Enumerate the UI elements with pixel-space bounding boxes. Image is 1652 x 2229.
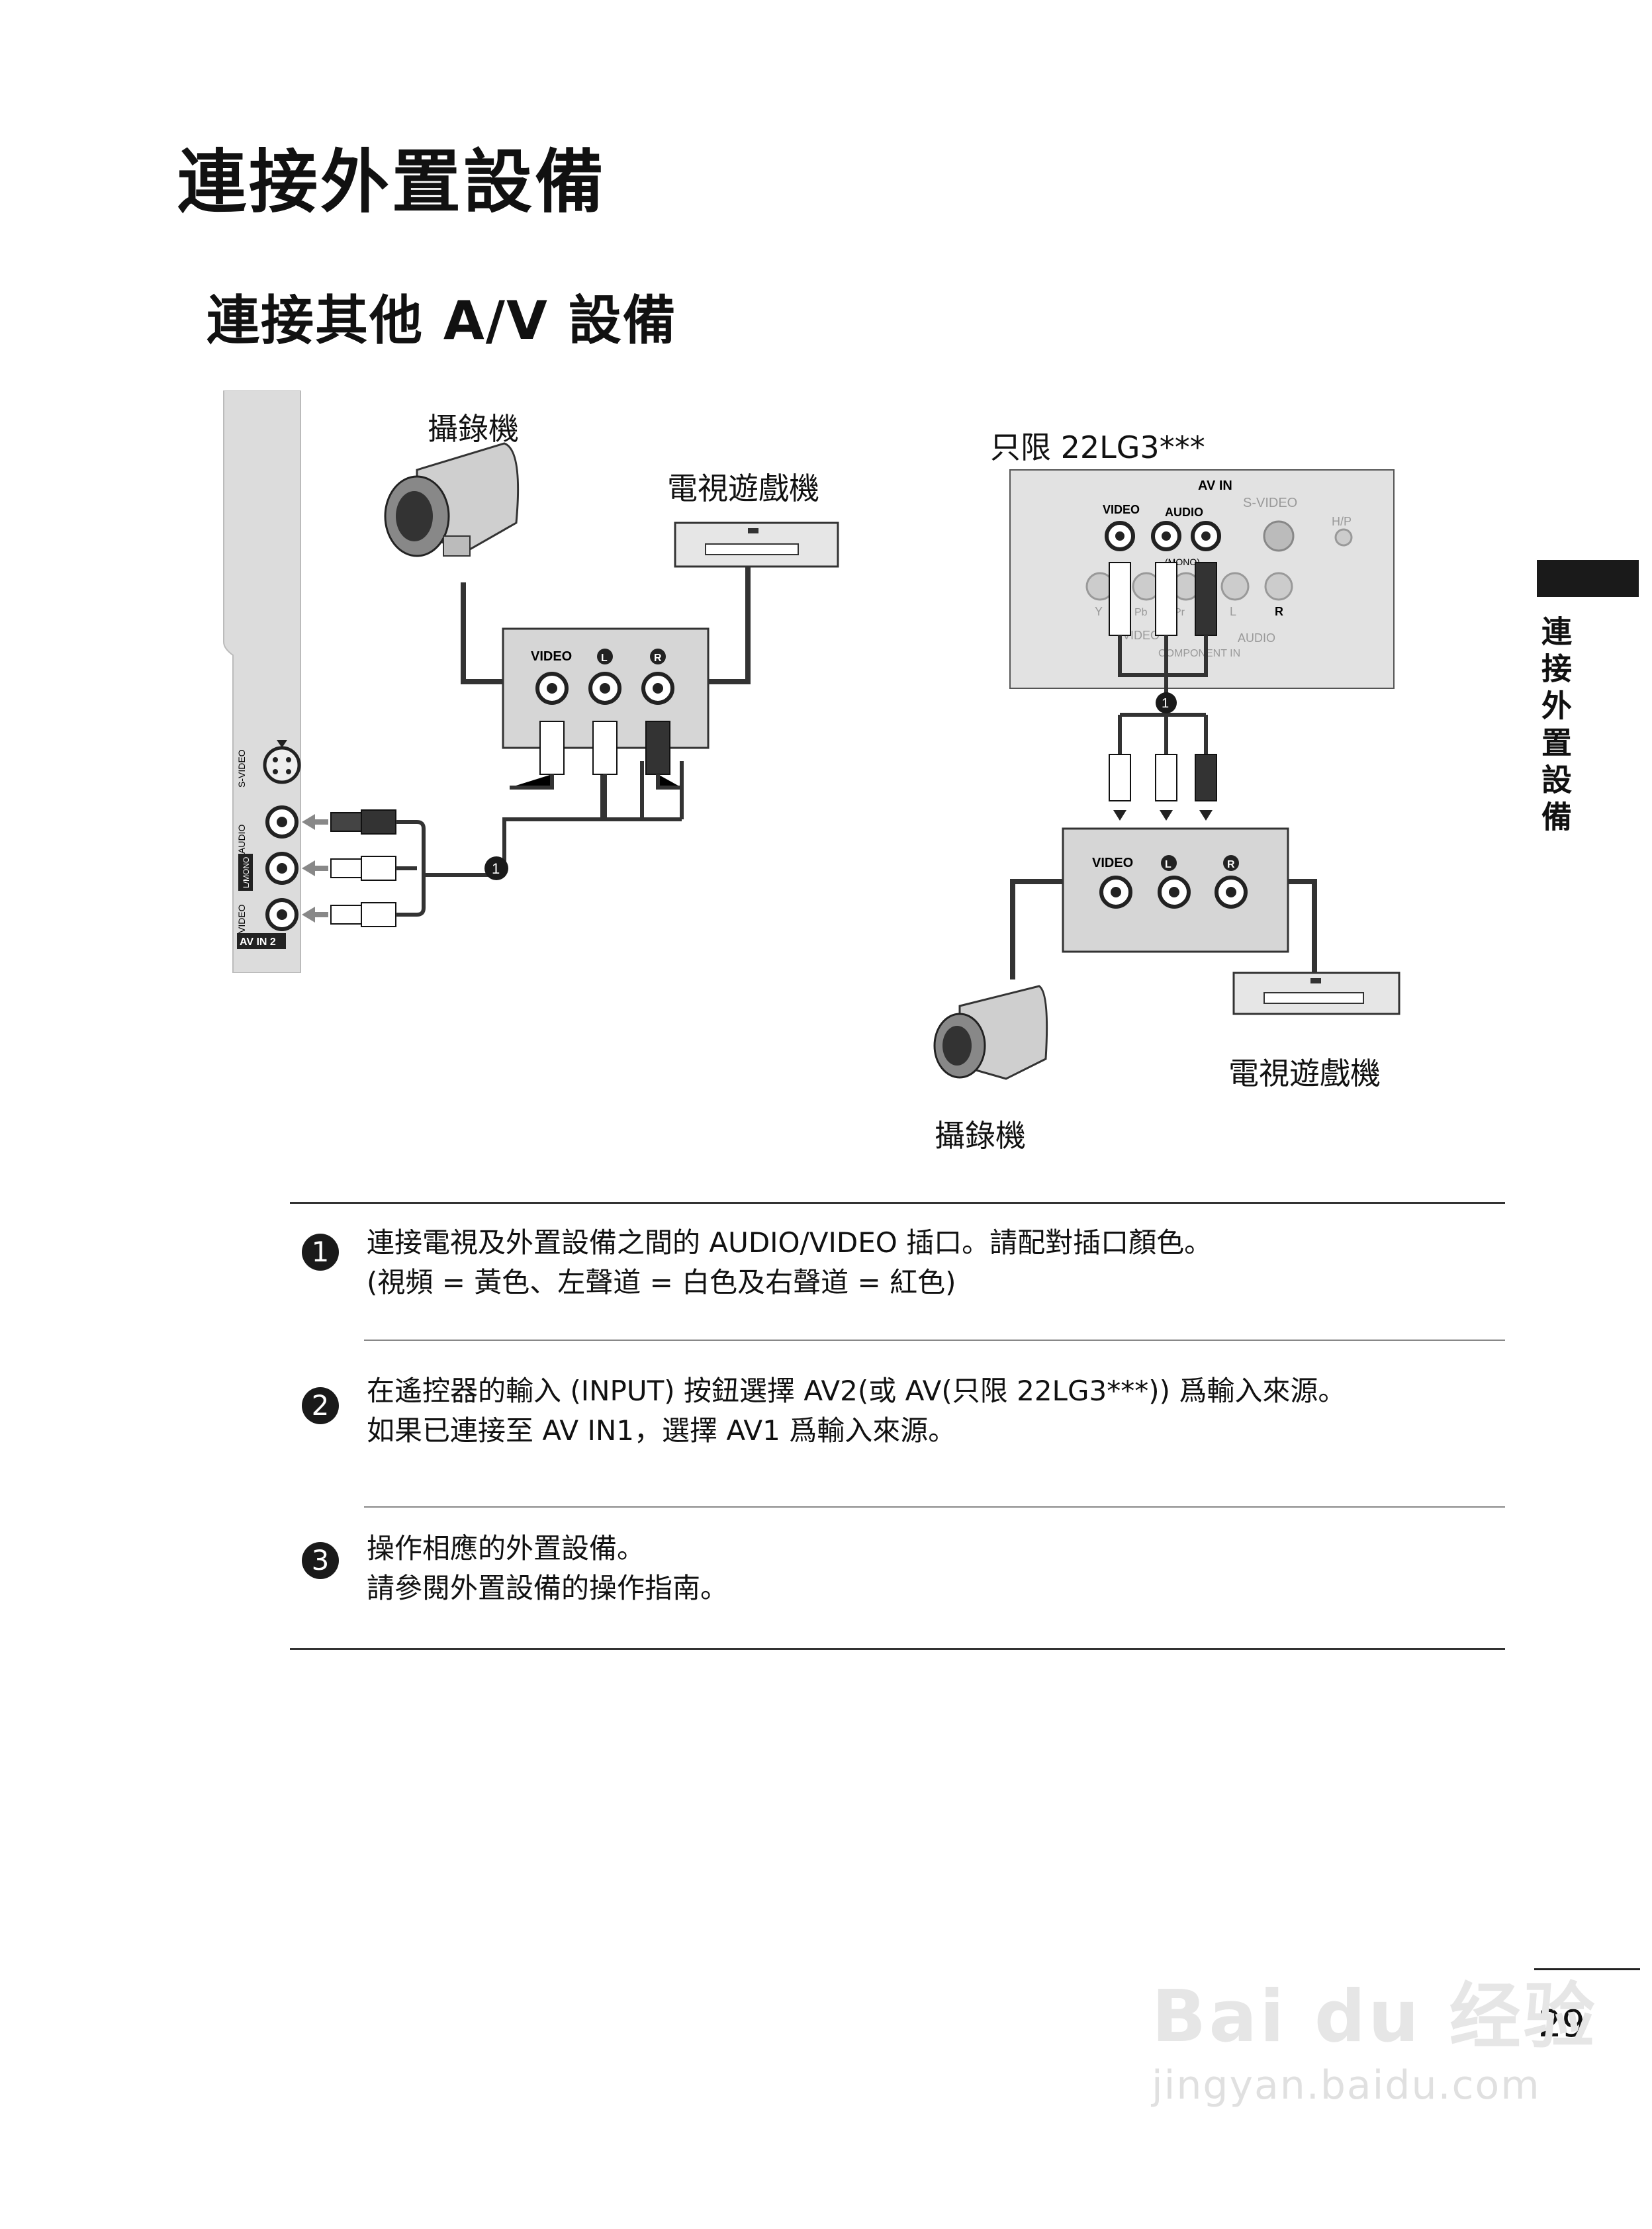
right-cables-top [1118, 635, 1208, 754]
left-marker-1 [484, 856, 508, 880]
right-tv-y-text: Y [1095, 605, 1103, 618]
right-tv-component-jacks [1085, 572, 1293, 601]
step-1-divider [364, 1340, 1505, 1341]
left-connection-diagram: S-VIDEO AUDIO L/MONO VIDEO AV IN 2 1 [223, 390, 839, 973]
left-game-console-label: 電視遊戲機 [667, 471, 819, 506]
left-box-r-badge [650, 649, 666, 664]
right-tv-audio-bottom-text: AUDIO [1238, 631, 1275, 645]
step-1-badge: 1 [302, 1234, 339, 1271]
left-device-cables [461, 567, 751, 684]
page-number: 29 [1538, 2003, 1586, 2046]
right-tv-video-text: VIDEO [1103, 503, 1140, 516]
left-plug-arrows [302, 814, 328, 923]
left-tv-audio-text: AUDIO [236, 825, 247, 854]
left-box-l-badge [597, 649, 613, 664]
left-box-plugs [539, 721, 670, 775]
left-tv-plug-l [330, 856, 396, 881]
page-title: 連接外置設備 [177, 142, 607, 222]
step-2-line-2: 如果已連接至 AV IN1，選擇 AV1 爲輸入來源。 [367, 1414, 956, 1447]
left-box-video-text: VIDEO [531, 649, 572, 664]
right-tv-top-jacks [1105, 520, 1353, 552]
right-tv-panel [1009, 469, 1395, 689]
section-title: 連接其他 A/V 設備 [206, 290, 677, 351]
left-box-jacks [535, 672, 674, 705]
left-box-r-text: R [654, 653, 662, 664]
step-3-line-2: 請參閱外置設備的操作指南。 [367, 1572, 729, 1604]
step-3-line-1: 操作相應的外置設備。 [367, 1532, 645, 1565]
right-tv-r-text: R [1275, 605, 1283, 618]
right-box-jacks [1099, 876, 1248, 909]
steps-top-rule [290, 1202, 1505, 1204]
left-marker-1-text: 1 [492, 860, 500, 877]
right-tv-l-text: L [1230, 605, 1236, 618]
watermark-url: jingyan.baidu.com [1152, 2062, 1541, 2109]
right-box-l-badge [1161, 855, 1177, 871]
left-tv-plug-video [330, 902, 396, 927]
right-mid-plugs [1109, 754, 1217, 801]
left-tv-mono-text: L/MONO [242, 857, 251, 888]
step-2-line-1: 在遙控器的輸入 (INPUT) 按鈕選擇 AV2(或 AV(只限 22LG3**… [367, 1375, 1346, 1407]
right-tv-plugs [1109, 562, 1217, 636]
right-box-video-text: VIDEO [1092, 856, 1133, 870]
left-tv-audio-l-jack [265, 852, 298, 885]
step-3-text: 操作相應的外置設備。 請參閱外置設備的操作指南。 [367, 1529, 728, 1608]
left-camcorder-icon [384, 442, 520, 557]
left-tv-svideo-jack [263, 740, 301, 784]
step-1-text: 連接電視及外置設備之間的 AUDIO/VIDEO 插口。請配對插口顏色。 (視頻… [367, 1223, 1212, 1302]
left-tv-avin-badge [237, 933, 286, 949]
page-number-rule [1534, 1968, 1640, 1970]
step-1-line-2: (視頻 = 黃色、左聲道 = 白色及右聲道 = 紅色) [367, 1266, 956, 1298]
right-box-r-badge [1223, 855, 1239, 871]
step-2-badge: 2 [302, 1387, 339, 1424]
right-tv-avin-text: AV IN [1198, 478, 1232, 493]
right-marker-1-text: 1 [1162, 696, 1169, 711]
right-box-r-text: R [1227, 859, 1235, 870]
steps-bottom-rule [290, 1648, 1505, 1650]
side-tab-marker [1537, 560, 1639, 597]
right-tv-audio-text: AUDIO [1165, 506, 1203, 519]
right-device-cables [1010, 879, 1317, 979]
left-tv-side-panel [223, 390, 301, 973]
right-camcorder-label: 攝錄機 [935, 1118, 1026, 1154]
left-camcorder-label: 攝錄機 [428, 411, 519, 447]
right-tv-hp-text: H/P [1332, 515, 1352, 528]
left-tv-mono-badge [238, 854, 253, 891]
step-2-divider [364, 1506, 1505, 1508]
right-tv-pb-text: Pb [1134, 607, 1148, 618]
left-tv-video-jack [265, 898, 298, 931]
baidu-watermark: Bai du 经验 jingyan.baidu.com [1152, 1959, 1598, 2109]
left-tv-audio-r-jack [265, 805, 298, 839]
right-tv-video-bottom-text: VIDEO [1123, 629, 1160, 642]
left-box-l-text: L [601, 653, 608, 664]
left-tv-svideo-text: S-VIDEO [236, 749, 247, 788]
right-game-console-label: 電視遊戲機 [1228, 1056, 1381, 1091]
side-tab-label: 連接外置設備 [1537, 615, 1573, 838]
step-2-text: 在遙控器的輸入 (INPUT) 按鈕選擇 AV2(或 AV(只限 22LG3**… [367, 1371, 1346, 1451]
right-connection-diagram: AV IN S-VIDEO H/P VIDEO AUDIO (MONO) Y P… [933, 469, 1400, 1080]
right-marker-1 [1156, 692, 1177, 713]
left-tv-plug-r [330, 809, 396, 835]
right-model-note: 只限 22LG3*** [990, 430, 1205, 465]
right-game-console-icon [1232, 972, 1400, 1015]
step-3-badge: 3 [302, 1542, 339, 1579]
right-tv-component-text: COMPONENT IN [1158, 648, 1240, 659]
left-game-console-icon [674, 522, 839, 568]
step-1-line-1: 連接電視及外置設備之間的 AUDIO/VIDEO 插口。請配對插口顏色。 [367, 1226, 1213, 1259]
right-box-l-text: L [1165, 859, 1171, 870]
left-box-plug-cables [510, 774, 682, 819]
watermark-brand: Bai du 经验 [1152, 1976, 1598, 2058]
left-tv-avin-text: AV IN 2 [240, 936, 276, 948]
right-camcorder-icon [933, 985, 1048, 1080]
left-tv-video-text: VIDEO [236, 904, 247, 933]
right-down-arrows [1113, 810, 1213, 821]
right-tv-svideo-text: S-VIDEO [1243, 496, 1297, 510]
